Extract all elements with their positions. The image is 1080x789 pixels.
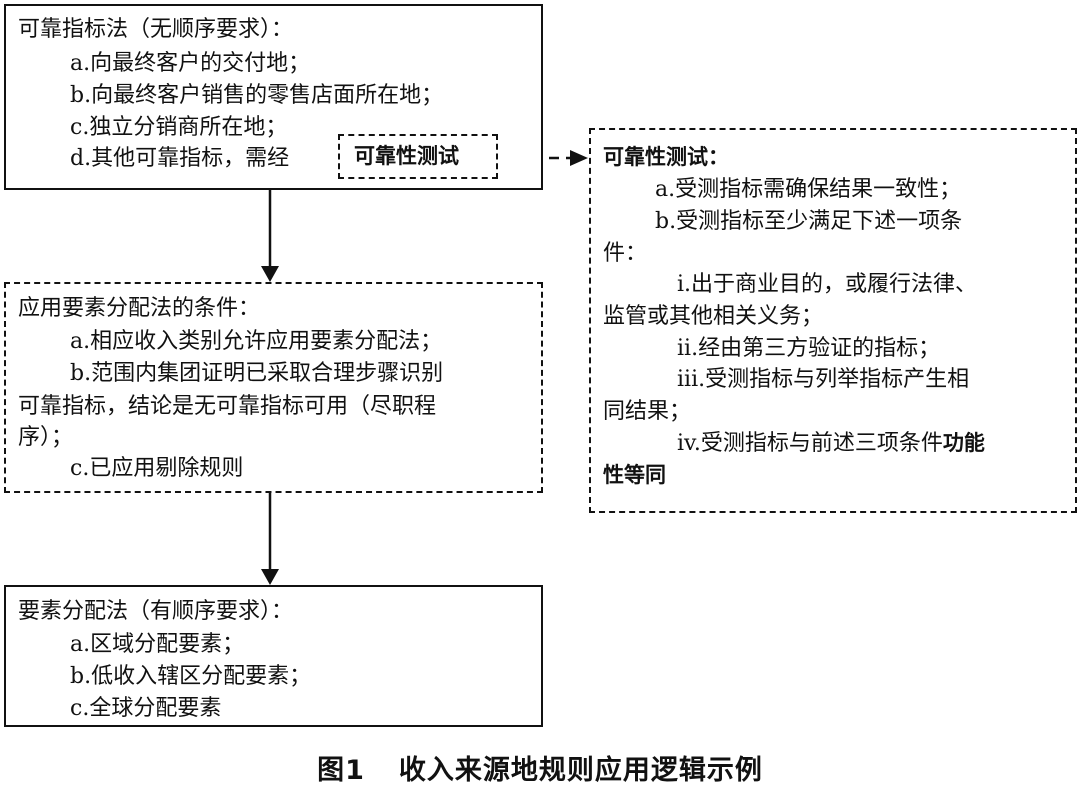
reliable-indicator-item-a: a.向最终客户的交付地； <box>70 51 311 76</box>
reliability-test-tag <box>338 134 498 179</box>
reliability-test-line-iv-cont: 性等同 <box>603 463 666 487</box>
figure-caption: 图1 收入来源地规则应用逻辑示例 <box>0 748 1080 787</box>
reliability-test-line-i: i.出于商业目的，或履行法律、 <box>677 272 978 297</box>
conditions-line-a: a.相应收入类别允许应用要素分配法； <box>70 329 443 354</box>
arrowhead-box2 <box>261 266 279 282</box>
reliability-test-line-ii: ii.经由第三方验证的指标； <box>677 336 941 361</box>
reliability-test-box <box>589 128 1077 513</box>
factor-allocation-item-c: c.全球分配要素 <box>70 696 222 721</box>
factor-allocation-item-b: b.低收入辖区分配要素； <box>70 664 312 689</box>
reliability-test-line-i-cont: 监管或其他相关义务； <box>603 304 824 329</box>
reliability-test-line-b-cont: 件： <box>603 241 648 266</box>
figure-title: 收入来源地规则应用逻辑示例 <box>398 755 763 786</box>
conditions-title: 应用要素分配法的条件： <box>18 296 261 321</box>
conditions-box <box>4 282 543 493</box>
reliability-test-line-a: a.受测指标需确保结果一致性； <box>655 177 962 202</box>
conditions-line-b-cont1: 可靠指标，结论是无可靠指标可用（尽职程 <box>18 394 437 419</box>
arrowhead-box3 <box>261 569 279 585</box>
conditions-line-b-cont2: 序）； <box>18 425 74 450</box>
reliability-test-line-iv-bold: 功能 <box>942 431 985 455</box>
reliability-test-title: 可靠性测试： <box>603 145 729 169</box>
factor-allocation-box <box>4 585 543 727</box>
reliable-indicator-title: 可靠指标法（无顺序要求）： <box>18 17 294 42</box>
reliability-test-line-iii-cont: 同结果； <box>603 399 692 424</box>
factor-allocation-item-a: a.区域分配要素； <box>70 632 245 657</box>
reliability-test-line-iv: iv.受测指标与前述三项条件功能 <box>677 428 985 459</box>
reliable-indicator-item-b: b.向最终客户销售的零售店面所在地； <box>70 83 444 108</box>
reliable-indicator-item-d: d.其他可靠指标，需经 <box>70 146 290 171</box>
conditions-line-b: b.范围内集团证明已采取合理步骤识别 <box>70 361 444 386</box>
arrowhead-box4 <box>570 150 588 166</box>
reliability-test-line-b: b.受测指标至少满足下述一项条 <box>655 209 963 234</box>
reliability-test-tag-label: 可靠性测试 <box>354 144 459 168</box>
reliability-test-line-iv-text: iv.受测指标与前述三项条件 <box>677 431 943 456</box>
conditions-line-c: c.已应用剔除规则 <box>70 456 244 481</box>
factor-allocation-title: 要素分配法（有顺序要求）： <box>18 599 294 624</box>
reliability-test-line-iii: iii.受测指标与列举指标产生相 <box>677 367 970 392</box>
figure-number: 图1 <box>317 755 365 786</box>
reliable-indicator-item-c: c.独立分销商所在地； <box>70 115 288 140</box>
